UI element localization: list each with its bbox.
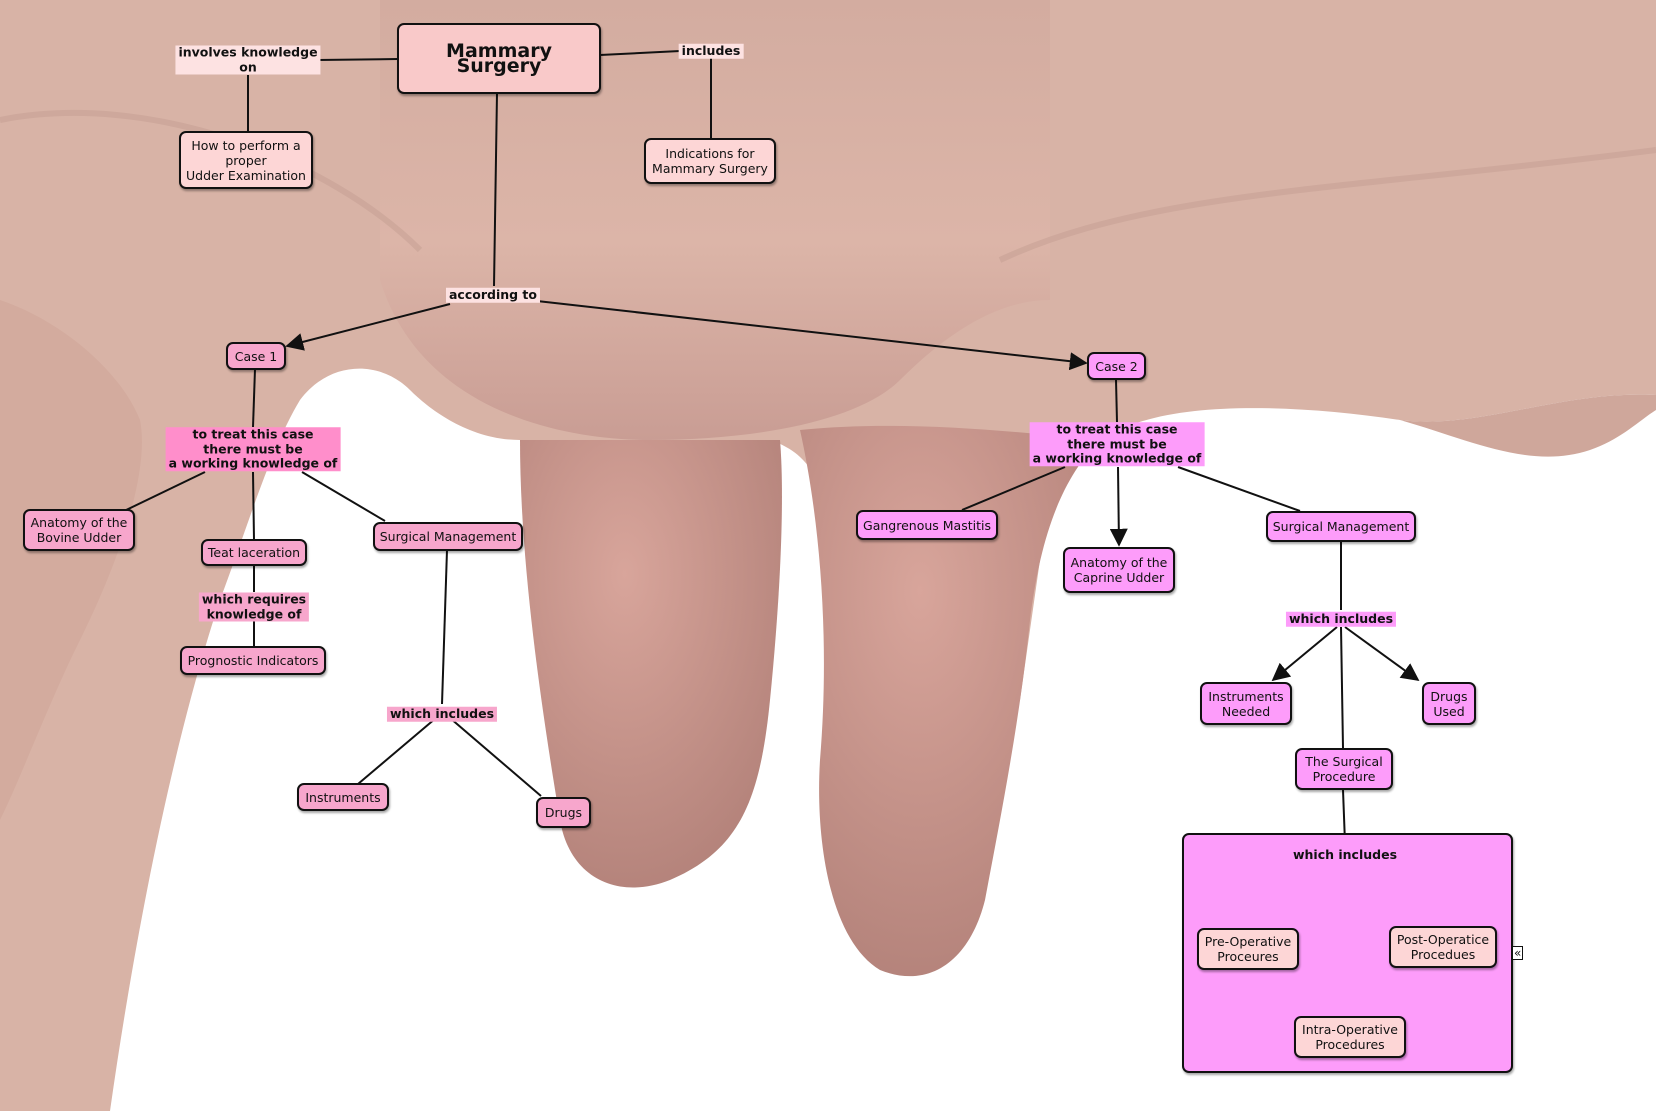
concept-node-case-1[interactable]: Case 1 bbox=[226, 342, 286, 370]
concept-node-drugs[interactable]: Drugs bbox=[536, 797, 591, 828]
expand-collapse-icon[interactable]: « bbox=[1512, 946, 1524, 960]
concept-node-surgical-management-2[interactable]: Surgical Management bbox=[1266, 511, 1416, 542]
link-label-includes: includes bbox=[678, 43, 744, 59]
link-label-treat-case-2: to treat this case there must be a worki… bbox=[1029, 422, 1205, 466]
concept-node-teat-laceration[interactable]: Teat laceration bbox=[201, 539, 307, 566]
link-label-according-to: according to bbox=[445, 287, 541, 303]
concept-node-case-2[interactable]: Case 2 bbox=[1087, 352, 1146, 380]
concept-node-surgical-procedure[interactable]: The Surgical Procedure bbox=[1295, 748, 1393, 790]
concept-node-udder-examination[interactable]: How to perform a proper Udder Examinatio… bbox=[179, 131, 313, 189]
concept-node-indications[interactable]: Indications for Mammary Surgery bbox=[644, 138, 776, 184]
concept-node-intra-operative[interactable]: Intra-Operative Procedures bbox=[1294, 1016, 1406, 1058]
concept-node-gangrenous-mastitis[interactable]: Gangrenous Mastitis bbox=[856, 510, 998, 540]
link-label-which-requires: which requires knowledge of bbox=[198, 592, 310, 622]
concept-node-anatomy-caprine[interactable]: Anatomy of the Caprine Udder bbox=[1063, 547, 1175, 593]
concept-node-anatomy-bovine[interactable]: Anatomy of the Bovine Udder bbox=[23, 509, 135, 551]
concept-node-pre-operative[interactable]: Pre-Operative Proceures bbox=[1197, 928, 1299, 970]
concept-node-prognostic-indicators[interactable]: Prognostic Indicators bbox=[180, 646, 326, 675]
concept-node-instruments[interactable]: Instruments bbox=[297, 783, 389, 811]
concept-node-post-operative[interactable]: Post-Operatice Procedues bbox=[1389, 926, 1497, 968]
link-label-which-includes-2: which includes bbox=[1285, 611, 1397, 627]
concept-node-drugs-used[interactable]: Drugs Used bbox=[1422, 682, 1476, 725]
concept-node-instruments-needed[interactable]: Instruments Needed bbox=[1200, 682, 1292, 725]
link-label-which-includes-3: which includes bbox=[1289, 847, 1401, 863]
link-label-involves-knowledge: involves knowledge on bbox=[175, 45, 321, 75]
link-label-treat-case-1: to treat this case there must be a worki… bbox=[165, 427, 341, 471]
concept-node-mammary-surgery[interactable]: Mammary Surgery bbox=[397, 23, 601, 94]
link-label-which-includes-1: which includes bbox=[386, 706, 498, 722]
concept-node-surgical-management-1[interactable]: Surgical Management bbox=[373, 522, 523, 551]
